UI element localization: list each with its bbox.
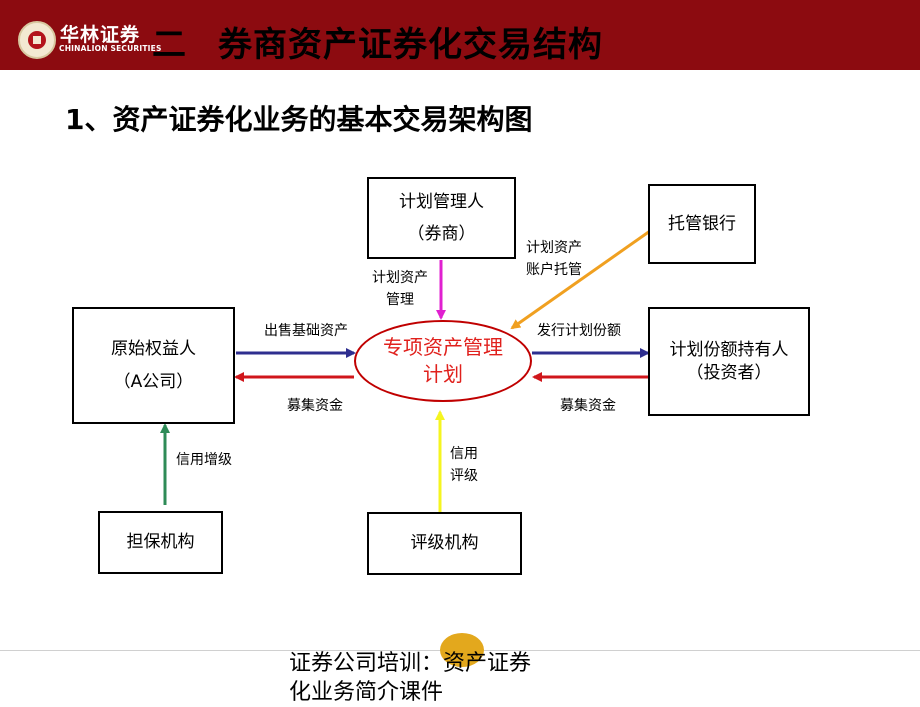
section-title: 券商资产证券化交易结构 bbox=[218, 25, 603, 65]
rating-box: 评级机构 bbox=[367, 512, 522, 575]
custodian-name: 托管银行 bbox=[668, 213, 736, 234]
holder-role: （投资者） bbox=[686, 362, 772, 383]
logo-text: 华林证券 bbox=[60, 24, 141, 46]
center-plan-line1: 专项资产管理 bbox=[383, 335, 503, 359]
label-raise-right: 募集资金 bbox=[560, 398, 616, 414]
label-credit-rating-line1: 信用 bbox=[450, 446, 478, 462]
originator-role: （A公司） bbox=[113, 371, 194, 392]
manager-role: （券商） bbox=[407, 224, 476, 244]
logo-icon bbox=[18, 21, 56, 59]
header-bar: 华林证券 CHINALION SECURITIES 二 券商资产证券化交易结构 bbox=[0, 0, 920, 70]
guarantor-box: 担保机构 bbox=[98, 511, 223, 574]
rating-name: 评级机构 bbox=[410, 533, 479, 554]
label-credit-enhance: 信用增级 bbox=[176, 452, 232, 468]
holder-box: 计划份额持有人 （投资者） bbox=[648, 307, 810, 416]
manager-name: 计划管理人 bbox=[399, 191, 484, 212]
label-issue-shares: 发行计划份额 bbox=[537, 323, 621, 339]
label-credit-rating: 信用 评级 bbox=[450, 444, 478, 487]
label-manage-line2: 管理 bbox=[386, 291, 414, 308]
label-manage: 计划资产 管理 bbox=[370, 268, 430, 311]
holder-name: 计划份额持有人 bbox=[669, 339, 789, 360]
label-custody: 计划资产 账户托管 bbox=[526, 238, 582, 281]
page-number-badge bbox=[440, 633, 484, 667]
section-number: 二 bbox=[152, 25, 186, 65]
originator-name: 原始权益人 bbox=[111, 339, 196, 360]
label-raise-left: 募集资金 bbox=[287, 398, 343, 414]
arrow-custody bbox=[510, 229, 651, 330]
label-custody-line2: 账户托管 bbox=[526, 261, 582, 278]
manager-box: 计划管理人 （券商） bbox=[367, 177, 516, 259]
logo-subtext: CHINALION SECURITIES bbox=[59, 44, 162, 53]
slide-subtitle: 1、资产证券化业务的基本交易架构图 bbox=[65, 103, 533, 136]
center-plan-ellipse: 专项资产管理 计划 bbox=[354, 320, 532, 402]
label-sell-assets: 出售基础资产 bbox=[264, 323, 348, 339]
diagram-arrows bbox=[160, 229, 651, 512]
footer-caption: 证券公司培训：资产证券化业务简介课件 bbox=[289, 651, 532, 705]
label-manage-line1: 计划资产 bbox=[372, 270, 428, 286]
label-credit-rating-line2: 评级 bbox=[450, 467, 478, 484]
center-plan-line2: 计划 bbox=[423, 362, 463, 386]
label-custody-line1: 计划资产 bbox=[526, 240, 582, 256]
guarantor-name: 担保机构 bbox=[126, 532, 195, 553]
custodian-box: 托管银行 bbox=[648, 184, 756, 264]
originator-box: 原始权益人 （A公司） bbox=[72, 307, 235, 424]
